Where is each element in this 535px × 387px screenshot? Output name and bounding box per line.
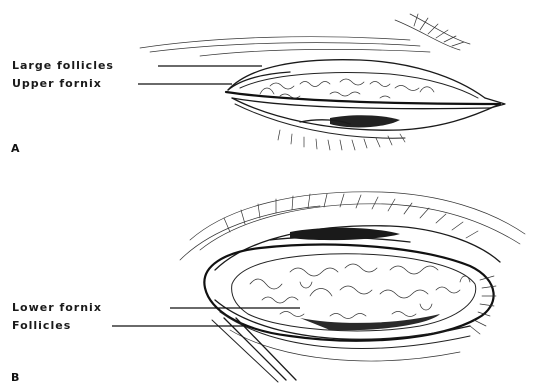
label-follicles: Follicles bbox=[12, 320, 71, 332]
panel-a-eye-drawing bbox=[138, 14, 505, 150]
label-large-follicles: Large follicles bbox=[12, 60, 114, 72]
label-upper-fornix: Upper fornix bbox=[12, 78, 102, 90]
label-lower-fornix: Lower fornix bbox=[12, 302, 102, 314]
panel-letter-b: B bbox=[11, 372, 19, 384]
panel-letter-a: A bbox=[11, 143, 20, 155]
panel-b-eye-drawing bbox=[112, 192, 525, 382]
